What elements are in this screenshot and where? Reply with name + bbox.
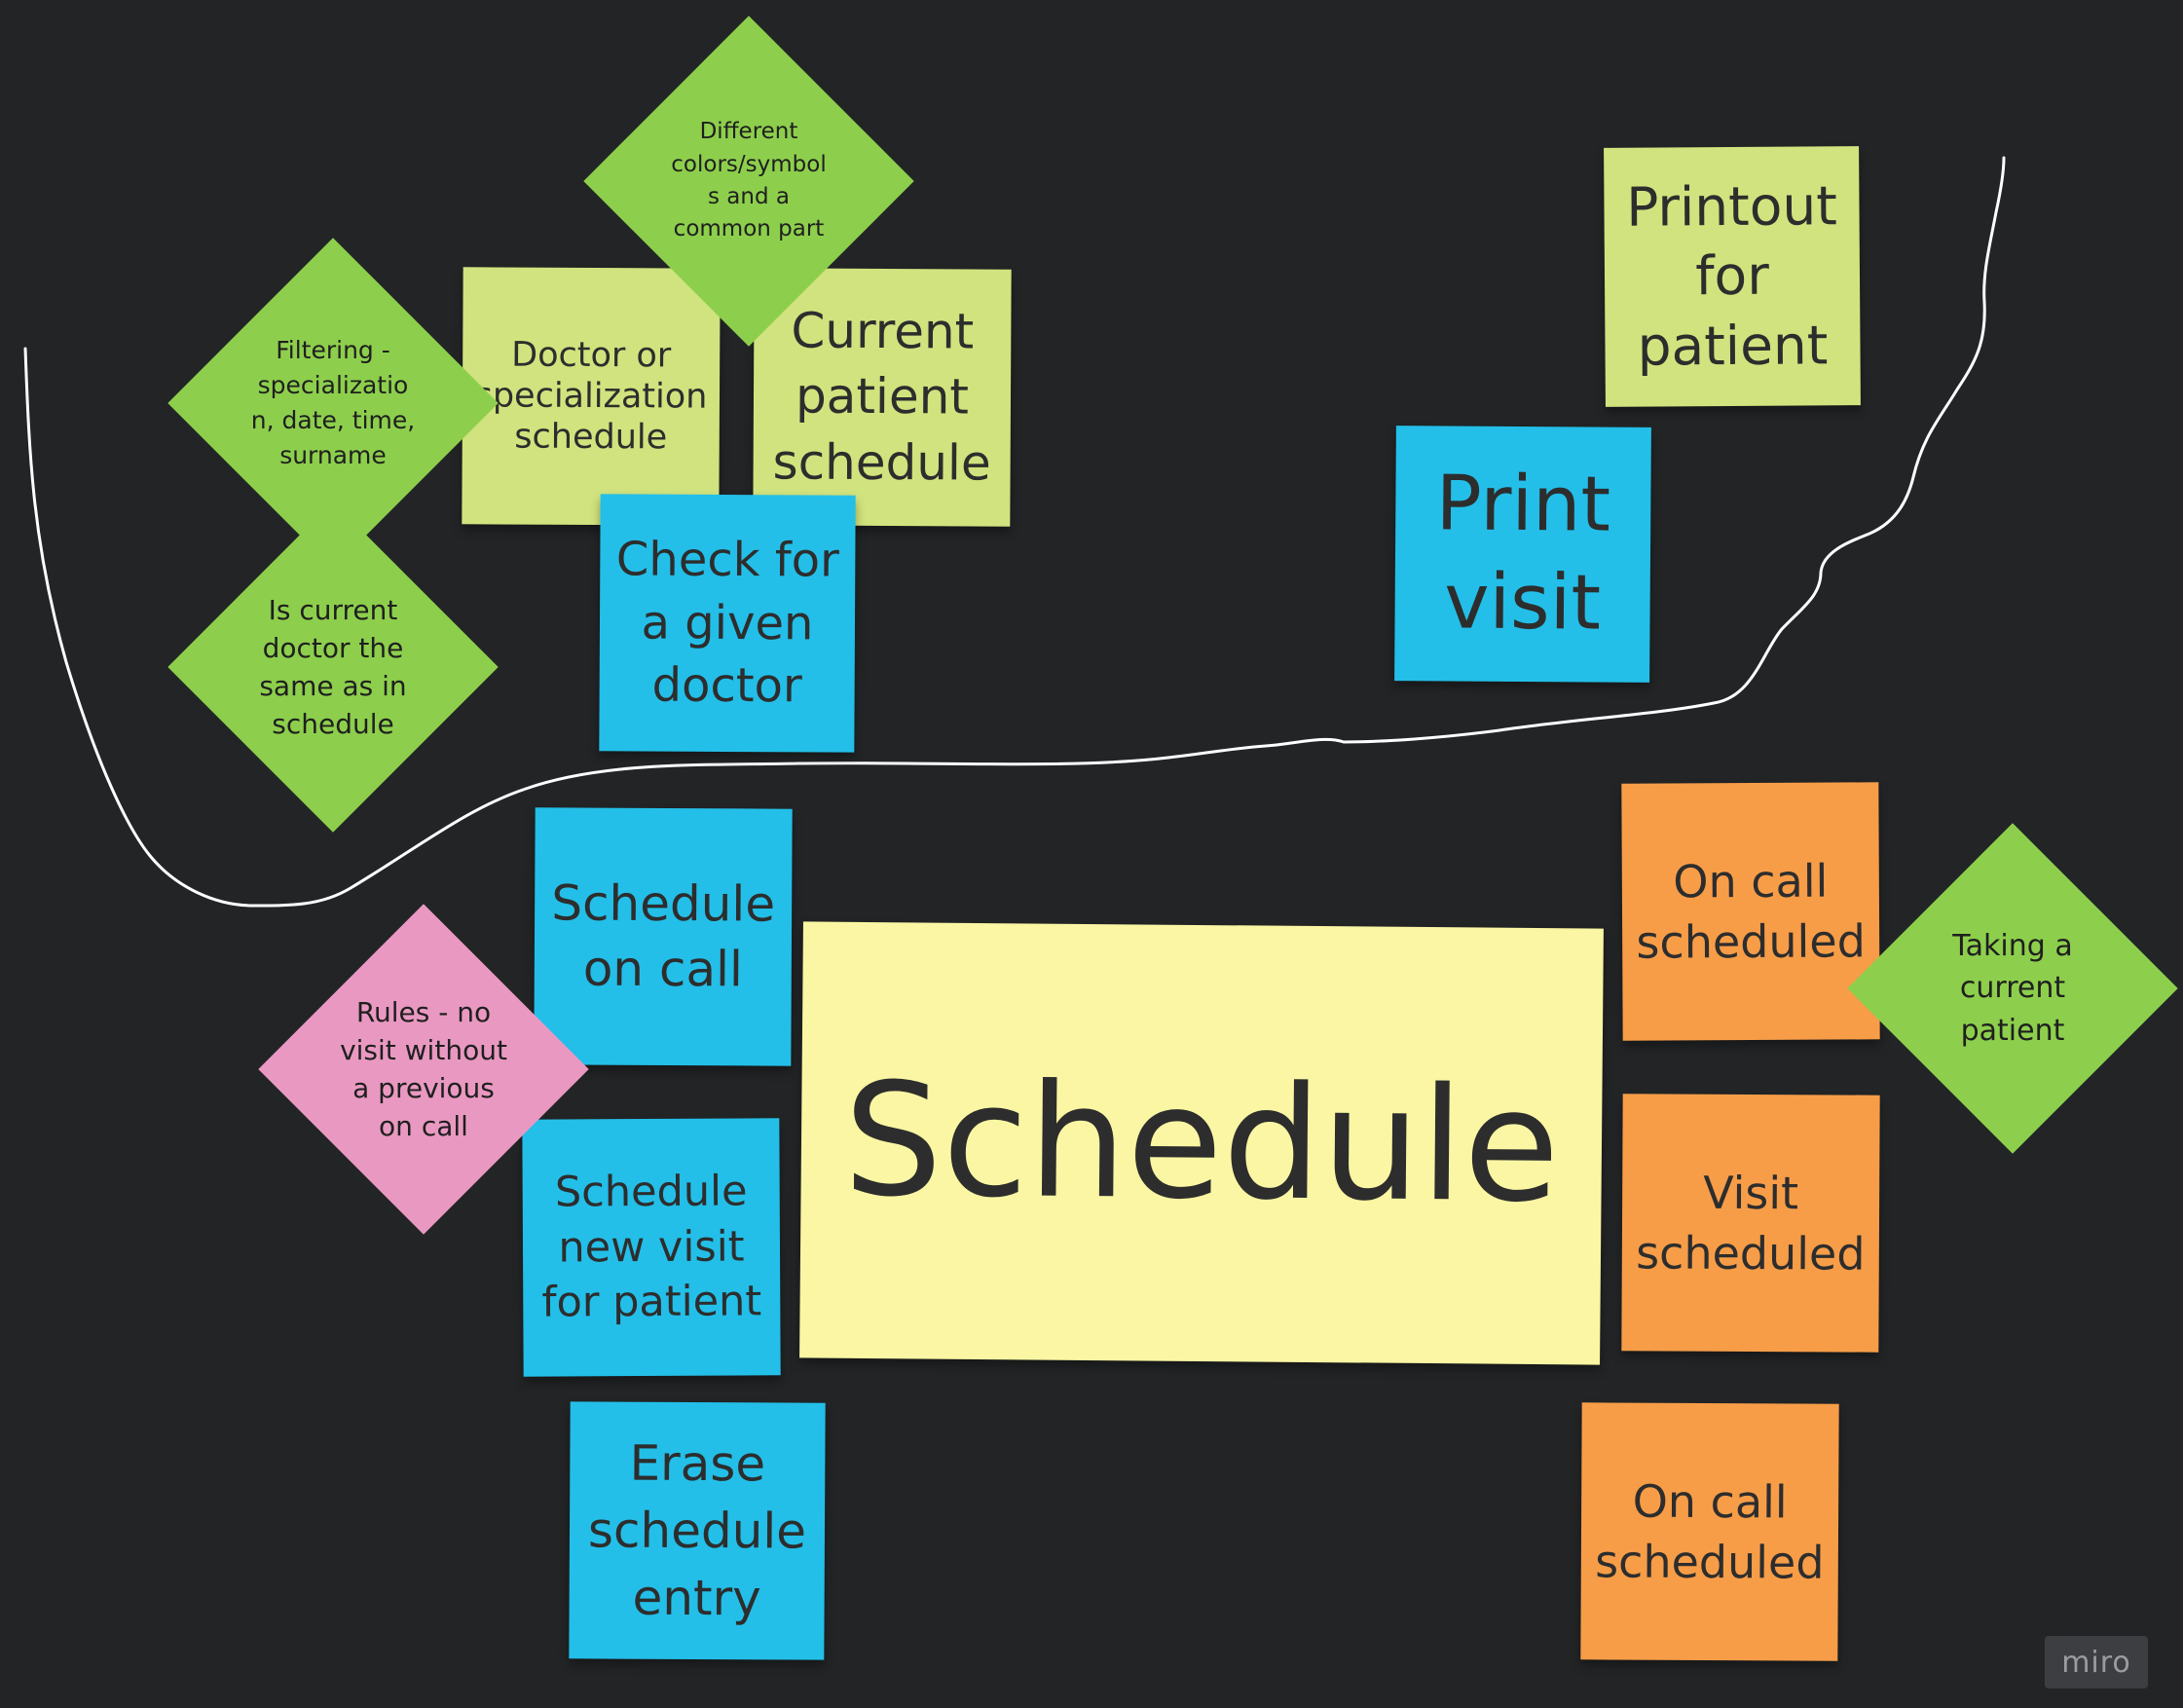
note-visit-scheduled[interactable]: Visit scheduled: [1621, 1094, 1880, 1353]
note-on-call-scheduled-bottom-label: On call scheduled: [1595, 1474, 1825, 1589]
note-erase-schedule-entry-label: Erase schedule entry: [587, 1434, 807, 1626]
diamond-filtering-label: Filtering - specializatio n, date, time,…: [250, 335, 416, 470]
note-printout-for-patient[interactable]: Printout for patient: [1604, 146, 1861, 407]
note-schedule-main[interactable]: Schedule: [799, 921, 1604, 1365]
miro-logo-text: miro: [2061, 1645, 2131, 1680]
diamond-is-current-doctor[interactable]: Is current doctor the same as in schedul…: [167, 501, 499, 833]
note-visit-scheduled-label: Visit scheduled: [1636, 1166, 1866, 1281]
note-print-visit-label: Print visit: [1435, 459, 1611, 648]
diamond-different-colors-label: Different colors/symbol s and a common p…: [671, 119, 827, 242]
note-printout-for-patient-label: Printout for patient: [1625, 173, 1838, 378]
diamond-rules[interactable]: Rules - no visit without a previous on c…: [258, 904, 589, 1235]
note-on-call-scheduled-bottom[interactable]: On call scheduled: [1580, 1402, 1839, 1661]
diamond-taking-patient[interactable]: Taking a current patient: [1847, 823, 2178, 1154]
note-doctor-schedule-label: Doctor or specialization schedule: [474, 335, 708, 458]
note-check-for-doctor-label: Check for a given doctor: [615, 532, 839, 714]
diamond-filtering[interactable]: Filtering - specializatio n, date, time,…: [167, 238, 499, 569]
note-check-for-doctor[interactable]: Check for a given doctor: [599, 494, 856, 753]
note-print-visit[interactable]: Print visit: [1394, 426, 1651, 683]
note-schedule-main-label: Schedule: [842, 1048, 1561, 1238]
diamond-rules-label: Rules - no visit without a previous on c…: [340, 995, 507, 1143]
diamond-taking-patient-label: Taking a current patient: [1952, 928, 2073, 1048]
miro-logo: miro: [2045, 1636, 2148, 1689]
note-on-call-scheduled-top[interactable]: On call scheduled: [1621, 782, 1880, 1041]
note-erase-schedule-entry[interactable]: Erase schedule entry: [569, 1401, 826, 1660]
note-on-call-scheduled-top-label: On call scheduled: [1636, 854, 1866, 969]
diamond-is-current-doctor-label: Is current doctor the same as in schedul…: [259, 593, 407, 741]
boundary-stroke: [23, 156, 2006, 908]
diamond-different-colors[interactable]: Different colors/symbol s and a common p…: [583, 16, 914, 347]
